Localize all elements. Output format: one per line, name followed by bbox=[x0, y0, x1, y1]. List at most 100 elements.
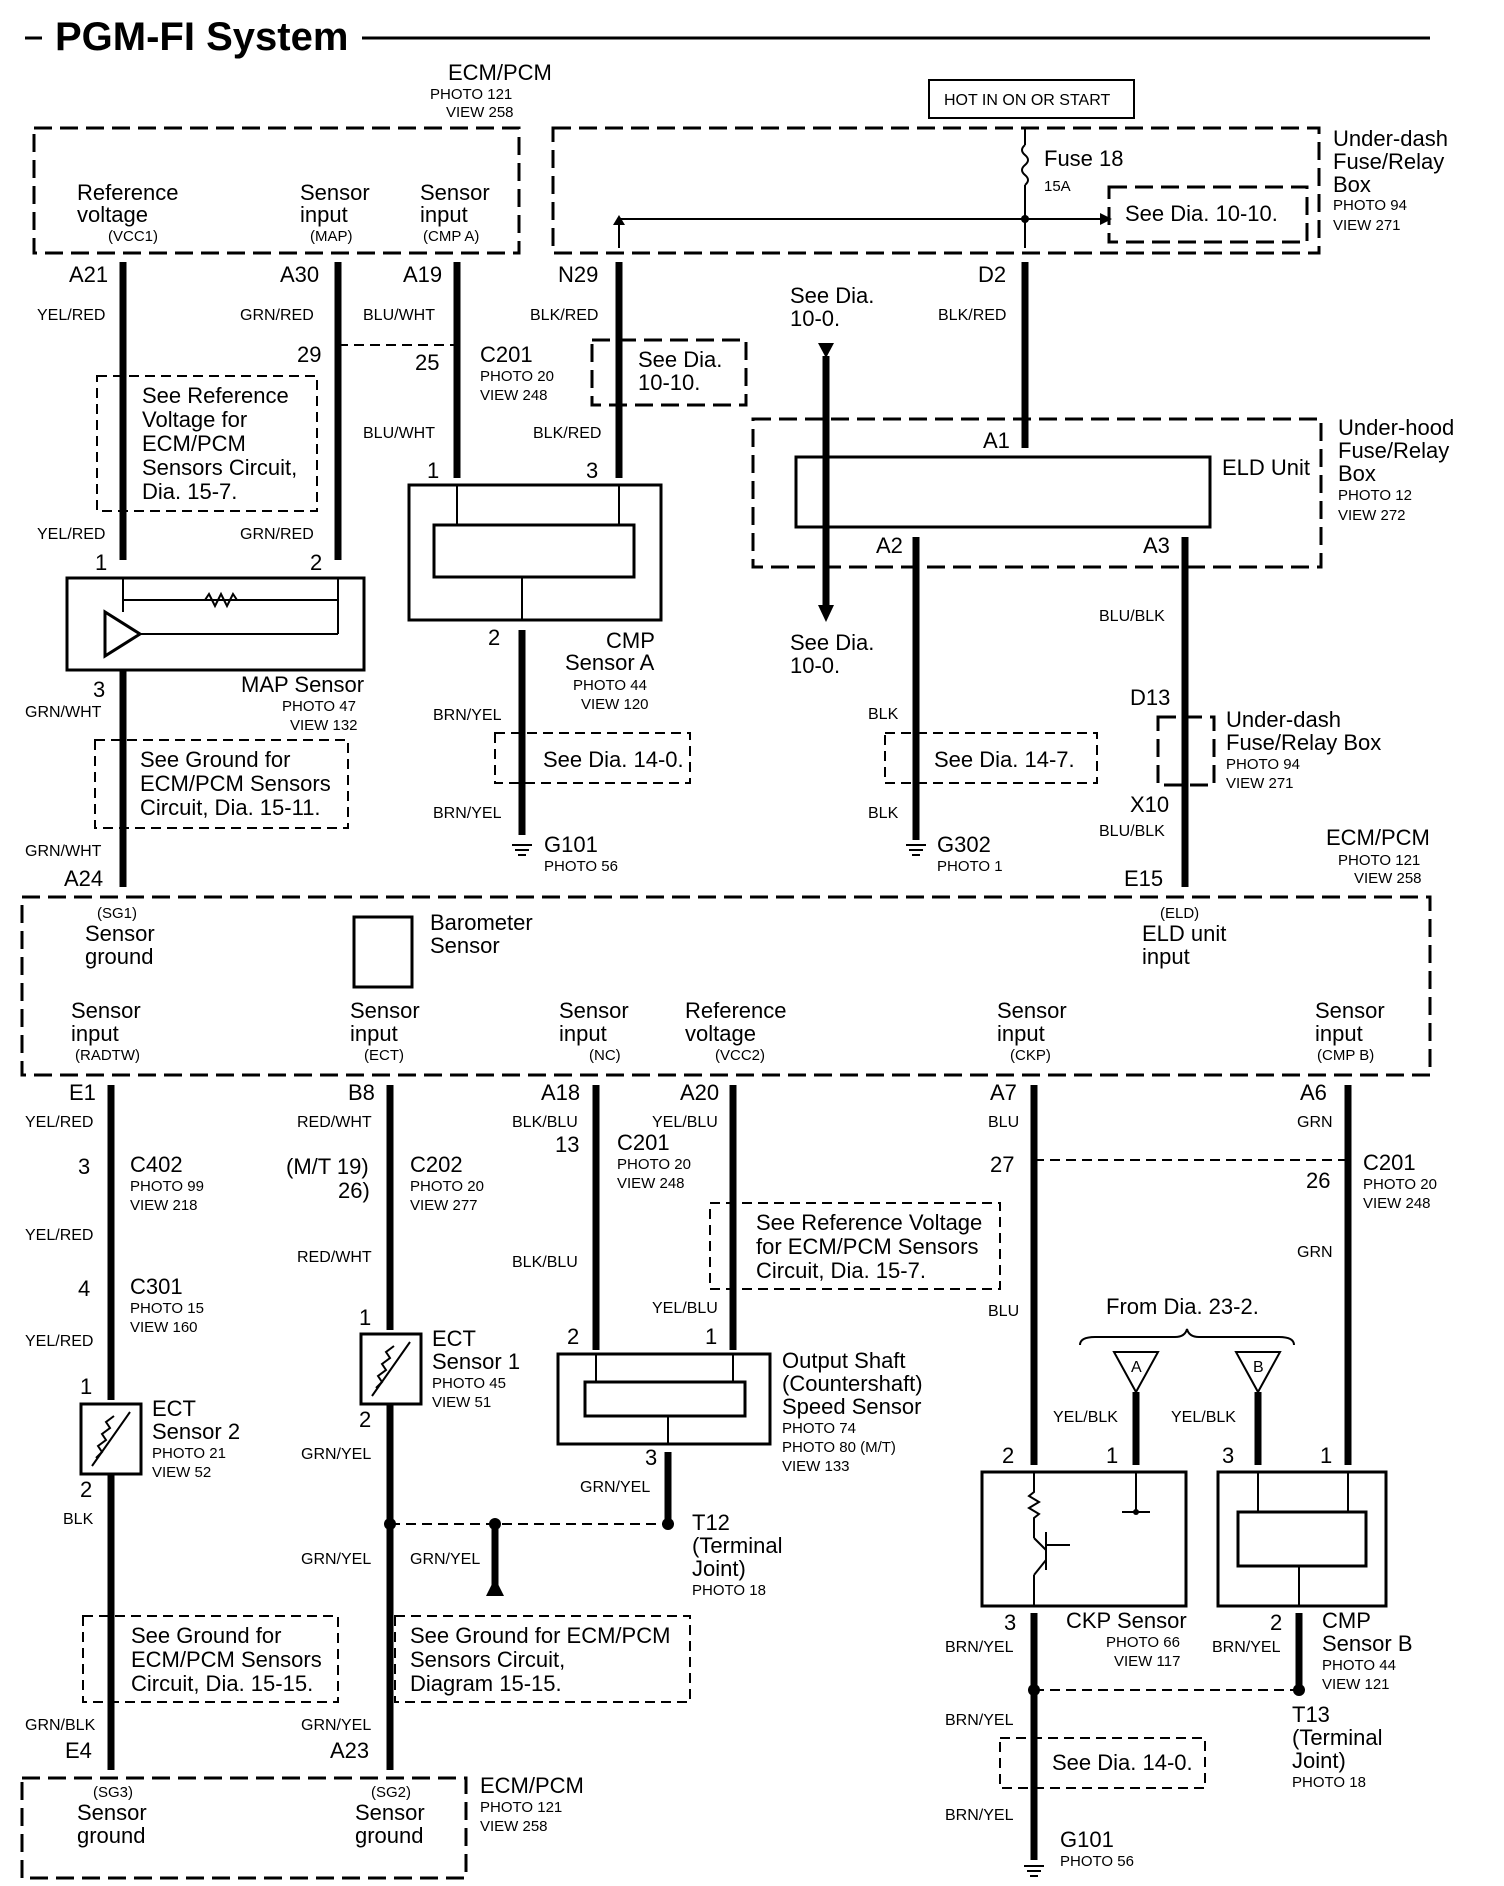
oss-view: VIEW 133 bbox=[782, 1458, 850, 1475]
t13-photo: PHOTO 18 bbox=[1292, 1774, 1366, 1791]
eld-in-l2: input bbox=[1142, 944, 1190, 969]
eld-in-l1: ELD unit bbox=[1142, 921, 1226, 946]
g302-name: G302 bbox=[937, 832, 991, 857]
see-10-0-top-l1: See Dia. bbox=[790, 283, 874, 308]
baro-l1: Barometer bbox=[430, 910, 533, 935]
cmp-a-view: VIEW 120 bbox=[581, 696, 649, 713]
ckp-view: VIEW 117 bbox=[1114, 1653, 1180, 1670]
eld-unit-name: ELD Unit bbox=[1222, 455, 1310, 480]
wire-oss-color: GRN/YEL bbox=[580, 1479, 650, 1496]
vcc2-l1: Reference bbox=[685, 998, 787, 1023]
see-10-0-bot-l1: See Dia. bbox=[790, 630, 874, 655]
pin-a24: A24 bbox=[64, 866, 103, 891]
triangle-b bbox=[1234, 1351, 1282, 1395]
wire-n29-color-2: BLK/RED bbox=[533, 425, 601, 442]
pin-n29: N29 bbox=[558, 262, 598, 287]
underhood-l2: Fuse/Relay bbox=[1338, 438, 1449, 463]
underdash-top-l1: Under-dash bbox=[1333, 126, 1448, 151]
wire-e1-color-2: YEL/RED bbox=[25, 1227, 93, 1244]
ref-vcc1-l1: Reference bbox=[77, 180, 179, 205]
c201-low-view: VIEW 248 bbox=[617, 1175, 685, 1192]
sens-map-l1: Sensor bbox=[300, 180, 370, 205]
cmp-a-p3: 3 bbox=[586, 458, 598, 483]
c201-low-p13: 13 bbox=[555, 1132, 579, 1157]
sg2-l2: ground bbox=[355, 1823, 424, 1848]
cmp-a-p2: 2 bbox=[488, 625, 500, 650]
ect2-photo: PHOTO 21 bbox=[152, 1445, 226, 1462]
wire-cmp-a-color-2: BRN/YEL bbox=[433, 805, 502, 822]
wire-a6-color: GRN bbox=[1297, 1114, 1333, 1131]
pin-a19: A19 bbox=[403, 262, 442, 287]
triangle-a bbox=[1112, 1351, 1160, 1395]
ecm-main-view: VIEW 258 bbox=[1354, 870, 1422, 887]
c202-photo: PHOTO 20 bbox=[410, 1178, 484, 1195]
wire-a7-color-2: BLU bbox=[988, 1303, 1019, 1320]
oss-p1: 1 bbox=[705, 1324, 717, 1349]
ect2-p2: 2 bbox=[80, 1477, 92, 1502]
underhood-box bbox=[751, 417, 1323, 569]
ckp-in-l2: input bbox=[997, 1021, 1045, 1046]
ecm-bottom-box bbox=[20, 1776, 468, 1880]
c402-pin: 3 bbox=[78, 1154, 90, 1179]
cmp-b-photo: PHOTO 44 bbox=[1322, 1657, 1396, 1674]
eld-pin-a3: A3 bbox=[1143, 533, 1170, 558]
wire-b8-color: RED/WHT bbox=[297, 1114, 372, 1131]
ecm-top-name: ECM/PCM bbox=[448, 60, 552, 85]
map-sensor-box bbox=[65, 576, 366, 672]
pin-e1: E1 bbox=[69, 1080, 96, 1105]
ecm-bottom-view: VIEW 258 bbox=[480, 1818, 548, 1835]
c301-pin: 4 bbox=[78, 1276, 90, 1301]
c201-right-p26: 26 bbox=[1306, 1168, 1330, 1193]
cmp-a-photo: PHOTO 44 bbox=[573, 677, 647, 694]
cmp-a-p1: 1 bbox=[427, 458, 439, 483]
wire-x10-color: BLU/BLK bbox=[1099, 823, 1165, 840]
oss-p3: 3 bbox=[645, 1445, 657, 1470]
ref-vcc1-l2: voltage bbox=[77, 202, 148, 227]
radtw-l2: input bbox=[71, 1021, 119, 1046]
c201-right-photo: PHOTO 20 bbox=[1363, 1176, 1437, 1193]
ecm-main-box bbox=[20, 895, 1432, 1077]
t12-dot-3 bbox=[662, 1518, 674, 1530]
wire-a18-color-2: BLK/BLU bbox=[512, 1254, 578, 1271]
see-ref-15-7-b-l3: Circuit, Dia. 15-7. bbox=[756, 1258, 926, 1283]
pin-e15: E15 bbox=[1124, 866, 1163, 891]
see-ref-15-7-b-l2: for ECM/PCM Sensors bbox=[756, 1234, 979, 1259]
arrow-to-10-10 bbox=[1100, 213, 1112, 225]
triangle-a-label: A bbox=[1131, 1359, 1142, 1376]
ecm-bottom-name: ECM/PCM bbox=[480, 1773, 584, 1798]
ckp-p1: 1 bbox=[1106, 1443, 1118, 1468]
ckp-in-l1: Sensor bbox=[997, 998, 1067, 1023]
ect-in-l2: input bbox=[350, 1021, 398, 1046]
sg3-l2: ground bbox=[77, 1823, 146, 1848]
underdash-mid-l2: Fuse/Relay Box bbox=[1226, 730, 1381, 755]
sg1-code: (SG1) bbox=[97, 905, 137, 922]
sg3-l1: Sensor bbox=[77, 1800, 147, 1825]
arrow-10-0-out bbox=[818, 605, 834, 622]
wire-ect1-color-2: GRN/YEL bbox=[301, 1551, 371, 1568]
see-gnd-15-15-l2: ECM/PCM Sensors bbox=[131, 1647, 322, 1672]
wire-a2-color: BLK bbox=[868, 706, 899, 723]
wire-e1-color: YEL/RED bbox=[25, 1114, 93, 1131]
underdash-top-photo: PHOTO 94 bbox=[1333, 197, 1407, 214]
pin-a6: A6 bbox=[1300, 1080, 1327, 1105]
ecm-top-box bbox=[32, 126, 521, 255]
map-amp-icon bbox=[103, 609, 143, 659]
see-10-10-box bbox=[1107, 185, 1309, 244]
see-gnd-15-15-b-l1: See Ground for ECM/PCM bbox=[410, 1623, 670, 1648]
oss-photo2: PHOTO 80 (M/T) bbox=[782, 1439, 896, 1456]
c301-photo: PHOTO 15 bbox=[130, 1300, 204, 1317]
c202-name: C202 bbox=[410, 1152, 463, 1177]
triangle-b-label: B bbox=[1253, 1359, 1264, 1376]
t12-l2: (Terminal bbox=[692, 1533, 782, 1558]
t13-dot-2 bbox=[1293, 1684, 1305, 1696]
wire-n29-color: BLK/RED bbox=[530, 307, 598, 324]
underhood-l3: Box bbox=[1338, 461, 1376, 486]
vcc2-code: (VCC2) bbox=[715, 1047, 765, 1064]
radtw-code: (RADTW) bbox=[75, 1047, 140, 1064]
ect1-p1: 1 bbox=[359, 1305, 371, 1330]
oss-box bbox=[556, 1352, 772, 1446]
see-gnd-15-15-l3: Circuit, Dia. 15-15. bbox=[131, 1671, 313, 1696]
t13-l1: T13 bbox=[1292, 1702, 1330, 1727]
underhood-photo: PHOTO 12 bbox=[1338, 487, 1412, 504]
sg3-code: (SG3) bbox=[93, 1784, 133, 1801]
